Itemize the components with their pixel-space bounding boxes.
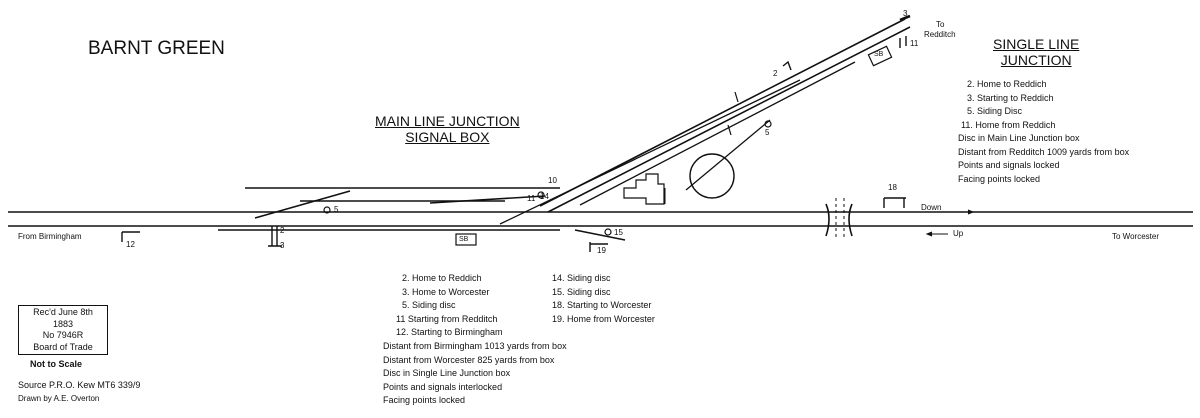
branch-siding (579, 61, 856, 206)
overbridge-left (825, 203, 830, 237)
up-direction-label: Up (953, 229, 964, 238)
to-worcester-label: To Worcester (1112, 232, 1159, 241)
station-building (623, 173, 665, 205)
signal-number-15: 15 (614, 228, 623, 237)
signal-12-post (121, 231, 140, 242)
main-key-item: 12. Starting to Birmingham (396, 327, 503, 337)
from-birmingham-label: From Birmingham (18, 232, 82, 241)
signal-number-14: 14 (540, 192, 549, 201)
signal-branch-2-post (782, 60, 792, 71)
branch-line-lower (547, 26, 911, 213)
disc-15 (604, 228, 612, 236)
main-key-item: 19. Home from Worcester (552, 313, 655, 324)
disc-14 (537, 191, 545, 199)
single-line-key-note: Disc in Main Line Junction box (958, 133, 1080, 143)
main-key-item: 15. Siding disc (552, 286, 611, 297)
single-line-key-note: Facing points locked (958, 173, 1041, 184)
main-key-item: 14. Siding disc (552, 273, 611, 283)
receipt-line: Board of Trade (33, 341, 93, 352)
branch-line-upper (539, 18, 906, 207)
signal-number-3: 3 (280, 241, 285, 250)
single-line-key-note: Points and signals locked (958, 160, 1060, 170)
main-line-key-left: 2. Home to Reddich 3. Home to Worcester … (396, 272, 503, 340)
branch-crossover (499, 79, 801, 225)
overbridge-right (848, 203, 853, 237)
single-line-title-line2: JUNCTION (1000, 52, 1072, 68)
drawn-by-note: Drawn by A.E. Overton (18, 394, 100, 403)
main-note: Distant from Birmingham 1013 yards from … (383, 341, 567, 351)
main-key-item: 11 Starting from Redditch (396, 313, 498, 324)
signal-18-post (883, 197, 906, 208)
loop-crossover-right (429, 195, 546, 204)
signal-2-3-posts (268, 226, 282, 247)
signal-number-5: 5 (334, 205, 339, 214)
main-key-item: 3. Home to Worcester (402, 286, 490, 297)
board-of-trade-receipt-box: Rec'd June 8th 1883 No 7946R Board of Tr… (18, 305, 108, 355)
main-note: Distant from Worcester 825 yards from bo… (383, 354, 555, 365)
signal-branch-11-post (899, 36, 907, 48)
signal-number-2: 2 (280, 226, 285, 235)
main-note: Points and signals interlocked (383, 381, 503, 392)
signal-number-10: 10 (548, 176, 557, 185)
turntable-arm (685, 119, 771, 191)
loop-crossover-left (254, 190, 351, 219)
single-line-title-line1: SINGLE LINE (993, 36, 1080, 52)
receipt-line: No 7946R (42, 330, 84, 340)
main-line-junction-title: MAIN LINE JUNCTION SIGNAL BOX (375, 113, 520, 145)
source-note: Source P.R.O. Kew MT6 339/9 (18, 380, 141, 390)
signal-box-main-label: SB (459, 236, 469, 243)
receipt-line: 1883 (52, 318, 74, 329)
single-line-key: 2. Home to Reddich 3. Starting to Reddic… (958, 78, 1129, 186)
branch-signal-number-3: 3 (903, 9, 908, 18)
signal-number-11: 11 (527, 194, 536, 203)
main-line-title-line1: MAIN LINE JUNCTION (375, 113, 520, 129)
branch-signal-number-11: 11 (910, 39, 919, 48)
branch-signal-number-2: 2 (773, 69, 778, 78)
main-note: Facing points locked (383, 395, 466, 405)
signal-number-18: 18 (888, 183, 897, 192)
down-direction-label: Down (921, 203, 942, 212)
signal-number-12: 12 (126, 240, 135, 249)
main-key-item: 2. Home to Reddich (402, 273, 482, 283)
signal-box-single (867, 45, 893, 67)
main-note: Disc in Single Line Junction box (383, 368, 511, 378)
diagram-title: BARNT GREEN (88, 38, 225, 59)
to-redditch-label-2: Redditch (924, 30, 956, 39)
single-line-key-item: 3. Starting to Reddich (967, 92, 1054, 103)
main-key-item: 5. Siding disc (402, 300, 456, 310)
not-to-scale-note: Not to Scale (30, 359, 83, 369)
turntable (689, 153, 735, 199)
main-key-item: 18. Starting to Worcester (552, 300, 652, 310)
up-siding-crossover (574, 229, 626, 241)
branch-signal-number-5: 5 (765, 128, 770, 137)
signal-box-single-label: SB (874, 51, 884, 58)
main-line-notes: Distant from Birmingham 1013 yards from … (383, 340, 567, 408)
receipt-line: Rec'd June 8th (33, 307, 93, 317)
to-redditch-label-1: To (936, 20, 945, 29)
single-line-key-item: 5. Siding Disc (967, 106, 1023, 116)
single-line-key-note: Distant from Redditch 1009 yards from bo… (958, 146, 1130, 157)
signal-branch-3-post (899, 14, 911, 22)
main-line-key-right: 14. Siding disc 15. Siding disc 18. Star… (552, 272, 655, 326)
single-line-junction-title: SINGLE LINE JUNCTION (993, 36, 1079, 68)
disc-5 (323, 206, 331, 214)
disc-branch-5 (764, 120, 772, 128)
signal-19-post (589, 242, 608, 252)
single-line-key-item: 2. Home to Reddich (967, 79, 1047, 89)
signal-box-main (455, 233, 477, 246)
single-line-key-item: 11. Home from Reddich (961, 119, 1056, 130)
signal-number-19: 19 (597, 246, 606, 255)
main-line-title-line2: SIGNAL BOX (405, 129, 490, 145)
